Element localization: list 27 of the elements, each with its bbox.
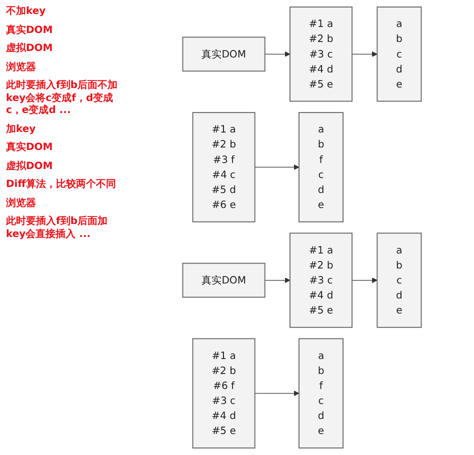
node-box: 真实DOM [182, 262, 266, 298]
arrow [254, 164, 300, 170]
node-box: a b f c d e [298, 112, 344, 222]
node-box: a b c d e [376, 232, 422, 328]
annotation-text: 此时要插入f到b后面不加key会将c变成f，d变成c，e变成d ... [6, 80, 119, 118]
node-box: #1 a #2 b #3 f #4 c #5 d #6 e [192, 112, 256, 222]
arrow [352, 51, 378, 57]
annotation-text: 虚拟DOM [6, 43, 54, 56]
annotation-text: 浏览器 [6, 198, 37, 210]
node-box: a b f c d e [298, 338, 344, 448]
annotation-text: 浏览器 [6, 62, 37, 74]
annotation-text: 真实DOM [6, 24, 54, 37]
node-box: #1 a #2 b #6 f #3 c #4 d #5 e [192, 338, 256, 448]
annotation-text: 不加key [6, 6, 47, 18]
arrow [264, 278, 290, 284]
node-box: 真实DOM [182, 36, 266, 72]
arrow [352, 278, 378, 284]
node-box: #1 a #2 b #3 c #4 d #5 e [290, 232, 353, 328]
annotation-text: 真实DOM [6, 142, 54, 154]
annotation-text: 此时要插入f到b后面加key会直接插入 ... [6, 216, 109, 241]
annotation-text: 加key [6, 124, 37, 136]
annotation-text: Diff算法，比较两个不同 [6, 179, 117, 192]
node-box: a b c d e [376, 6, 422, 102]
arrow [254, 390, 300, 396]
node-box: #1 a #2 b #3 c #4 d #5 e [290, 6, 353, 102]
arrow [264, 51, 290, 57]
annotation-text: 虚拟DOM [6, 160, 54, 173]
